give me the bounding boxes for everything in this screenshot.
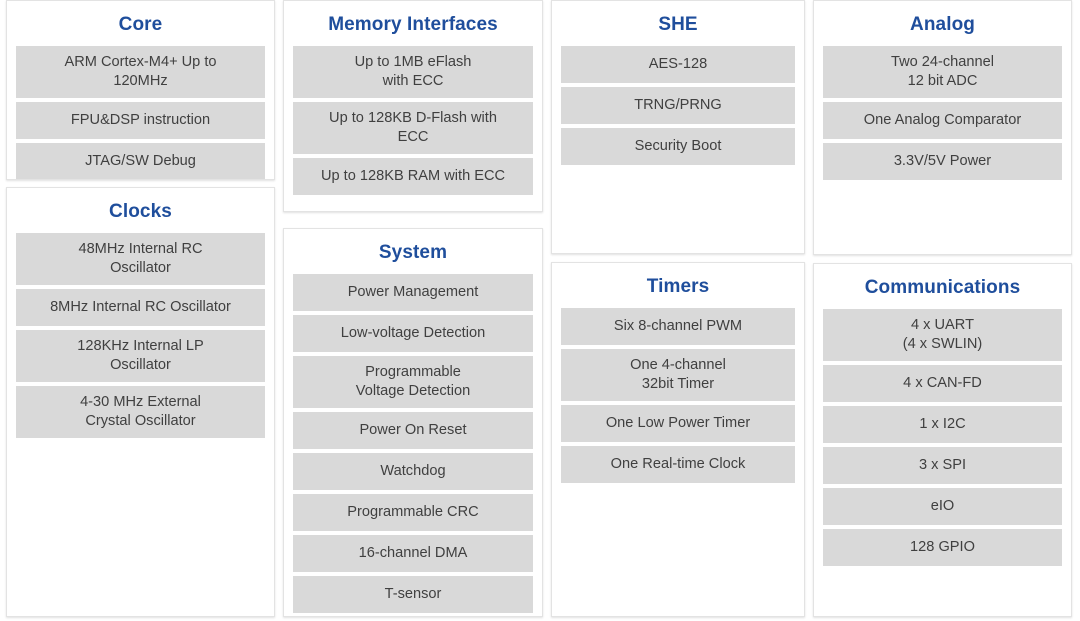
feature-item[interactable]: FPU&DSP instruction xyxy=(16,102,265,139)
feature-item[interactable]: AES-128 xyxy=(561,46,795,83)
feature-item[interactable]: T-sensor xyxy=(293,576,533,613)
panel-title-core: Core xyxy=(118,14,163,35)
feature-item[interactable]: 128 GPIO xyxy=(823,529,1062,566)
panel-communications[interactable]: Communications 4 x UART(4 x SWLIN) 4 x CA… xyxy=(813,263,1072,617)
panel-title-system: System xyxy=(378,242,448,263)
panel-title-clocks: Clocks xyxy=(109,201,172,222)
feature-item[interactable]: TRNG/PRNG xyxy=(561,87,795,124)
feature-item[interactable]: Low-voltage Detection xyxy=(293,315,533,352)
column-gap xyxy=(551,254,805,262)
panel-title-analog: Analog xyxy=(910,14,975,35)
feature-item[interactable]: Up to 128KB RAM with ECC xyxy=(293,158,533,195)
feature-item[interactable]: Programmable CRC xyxy=(293,494,533,531)
panel-title-she: SHE xyxy=(658,14,698,35)
feature-item[interactable]: Security Boot xyxy=(561,128,795,165)
column-gap xyxy=(813,255,1072,263)
feature-item[interactable]: 4 x UART(4 x SWLIN) xyxy=(823,309,1062,361)
panel-items-communications: 4 x UART(4 x SWLIN) 4 x CAN-FD 1 x I2C 3 x … xyxy=(823,309,1062,566)
feature-item[interactable]: eIO xyxy=(823,488,1062,525)
feature-item[interactable]: 4 x CAN-FD xyxy=(823,365,1062,402)
column-gap xyxy=(6,180,275,187)
panel-title-communications: Communications xyxy=(864,277,1021,298)
feature-item[interactable]: 3 x SPI xyxy=(823,447,1062,484)
feature-item[interactable]: 8MHz Internal RC Oscillator xyxy=(16,289,265,326)
feature-item[interactable]: JTAG/SW Debug xyxy=(16,143,265,179)
feature-item[interactable]: 1 x I2C xyxy=(823,406,1062,443)
feature-item[interactable]: One Analog Comparator xyxy=(823,102,1062,139)
feature-item[interactable]: Power Management xyxy=(293,274,533,311)
feature-item[interactable]: Power On Reset xyxy=(293,412,533,449)
feature-item[interactable]: Six 8-channel PWM xyxy=(561,308,795,345)
column-gap xyxy=(283,212,543,228)
feature-item[interactable]: One Real-time Clock xyxy=(561,446,795,483)
feature-item[interactable]: Watchdog xyxy=(293,453,533,490)
feature-item[interactable]: 3.3V/5V Power xyxy=(823,143,1062,180)
panel-title-memory-interfaces: Memory Interfaces xyxy=(328,14,498,35)
panel-title-timers: Timers xyxy=(646,276,710,297)
feature-item[interactable]: 16-channel DMA xyxy=(293,535,533,572)
feature-item[interactable]: One Low Power Timer xyxy=(561,405,795,442)
